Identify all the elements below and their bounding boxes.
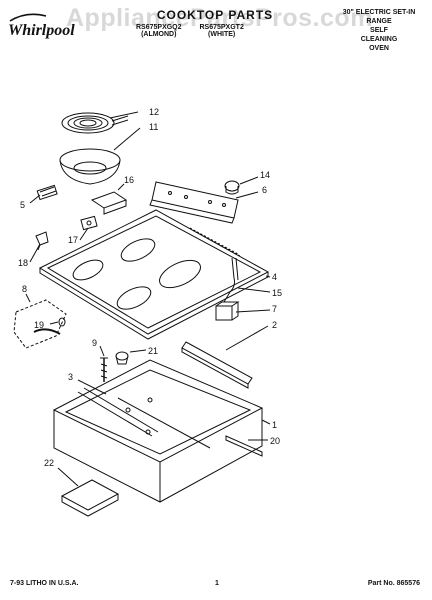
control-knob[interactable]	[224, 180, 240, 195]
mounting-clip[interactable]	[35, 231, 49, 251]
callout-19: 19	[34, 320, 44, 330]
model-number: RS675PXGT2	[199, 24, 244, 31]
callout-4: 4	[272, 272, 277, 282]
product-line: RANGE	[366, 18, 392, 25]
main-cooktop[interactable]	[38, 209, 270, 340]
burner-assembly-group[interactable]	[13, 299, 67, 349]
callout-1: 1	[272, 420, 277, 430]
callout-18: 18	[18, 258, 28, 268]
callout-8: 8	[22, 284, 27, 294]
model-almond: RS675PXGQ2 (ALMOND)	[136, 24, 182, 38]
product-line: OVEN	[369, 45, 389, 52]
bottom-channel[interactable]	[60, 479, 120, 517]
callout-20: 20	[270, 436, 280, 446]
control-panel[interactable]	[149, 181, 239, 224]
rear-channel[interactable]	[181, 341, 253, 389]
callout-3: 3	[68, 372, 73, 382]
callout-15: 15	[272, 288, 282, 298]
cooktop-tray[interactable]	[52, 359, 264, 503]
callout-17: 17	[68, 235, 78, 245]
callout-14: 14	[260, 170, 270, 180]
product-description: 30" ELECTRIC SET-IN RANGE SELF CLEANING …	[333, 8, 425, 53]
page-title: COOKTOP PARTS	[156, 8, 274, 22]
callout-16: 16	[124, 175, 134, 185]
leader-lines	[25, 111, 271, 487]
mounting-strip[interactable]	[225, 435, 263, 457]
surface-element-coil[interactable]	[61, 112, 129, 134]
watermark: AppliancePartsPros.com	[66, 4, 373, 32]
product-line: CLEANING	[360, 36, 398, 43]
callout-12: 12	[149, 107, 159, 117]
infinite-switch[interactable]	[215, 301, 240, 321]
terminal-block[interactable]	[36, 184, 58, 201]
callout-6: 6	[262, 185, 267, 195]
callout-22: 22	[44, 458, 54, 468]
callout-21: 21	[148, 346, 158, 356]
wire-harness[interactable]	[223, 257, 239, 303]
element-bracket[interactable]	[90, 191, 128, 215]
model-list: RS675PXGQ2 (ALMOND) RS675PXGT2 (WHITE)	[136, 24, 260, 38]
whirlpool-logo: Whirlpool	[6, 8, 98, 40]
product-line: 30" ELECTRIC SET-IN	[342, 9, 416, 16]
callout-5: 5	[20, 200, 25, 210]
callout-9: 9	[92, 338, 97, 348]
litho-note: 7-93 LITHO IN U.S.A.	[10, 580, 79, 587]
model-white: RS675PXGT2 (WHITE)	[199, 24, 243, 38]
model-number: RS675PXGQ2	[136, 24, 182, 31]
model-color: (ALMOND)	[141, 31, 177, 38]
drip-bowl[interactable]	[59, 148, 121, 185]
part-number: Part No. 865576	[367, 580, 420, 587]
bushing[interactable]	[115, 351, 129, 365]
callout-2: 2	[272, 320, 277, 330]
brand-text: Whirlpool	[8, 22, 75, 39]
screw[interactable]	[100, 357, 108, 382]
product-line: SELF	[370, 27, 388, 34]
model-color: (WHITE)	[208, 31, 236, 38]
callout-7: 7	[272, 304, 277, 314]
element-receptacle[interactable]	[80, 215, 98, 231]
page-number: 1	[215, 580, 219, 587]
callout-11: 11	[149, 122, 158, 132]
